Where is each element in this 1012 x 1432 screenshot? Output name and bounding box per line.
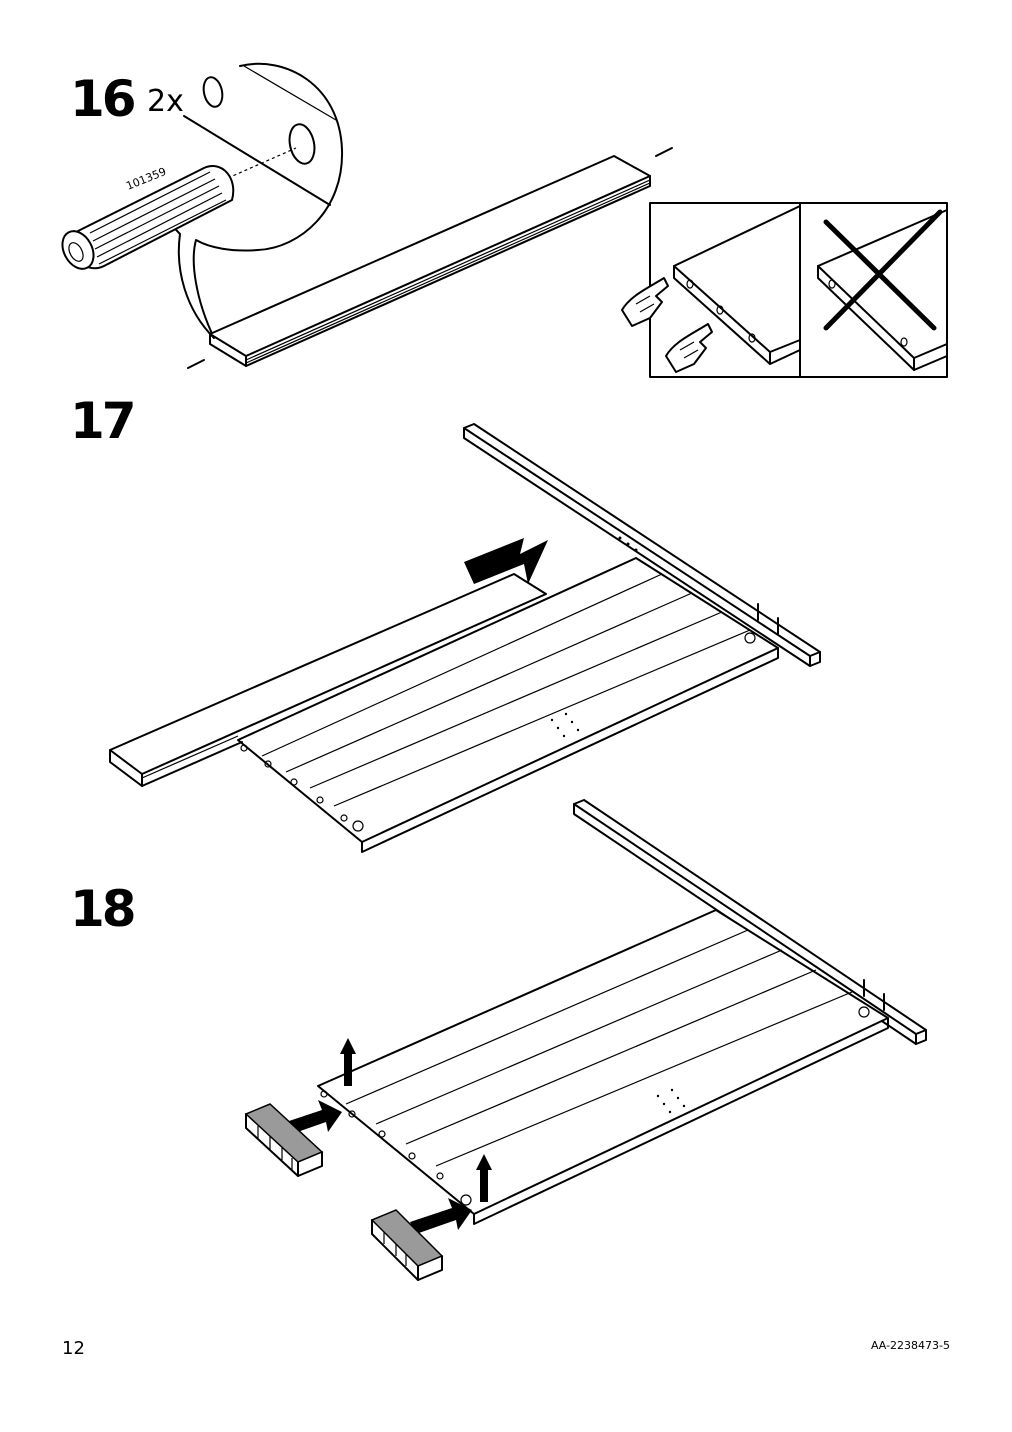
step-number-17: 17 [70,392,137,450]
arrow-icon [410,1198,472,1234]
step-16-illustration: 101359 [61,62,948,378]
hand-pointing-icon [621,277,669,327]
side-panel [109,573,547,775]
page-number: 12 [62,1338,85,1359]
quantity-label: 2x [147,84,184,119]
long-panel [209,155,651,357]
arrow-up-icon [340,1038,356,1086]
step-17-illustration [109,423,821,853]
document-code: AA-2238473-5 [870,1339,950,1352]
step-18-illustration [244,799,927,1281]
fitting-icon [370,1209,444,1281]
step-number-18: 18 [70,880,137,938]
cross-mark-icon [823,209,943,331]
hand-pointing-icon [665,323,713,373]
arrow-up-icon [476,1154,492,1202]
arrow-icon [464,538,548,584]
dowel-icon [61,165,235,270]
step-number-16: 16 [70,70,137,128]
dowel-small-icon [187,147,673,369]
callout-bubble [151,62,344,339]
fitting-icon [244,1103,324,1177]
